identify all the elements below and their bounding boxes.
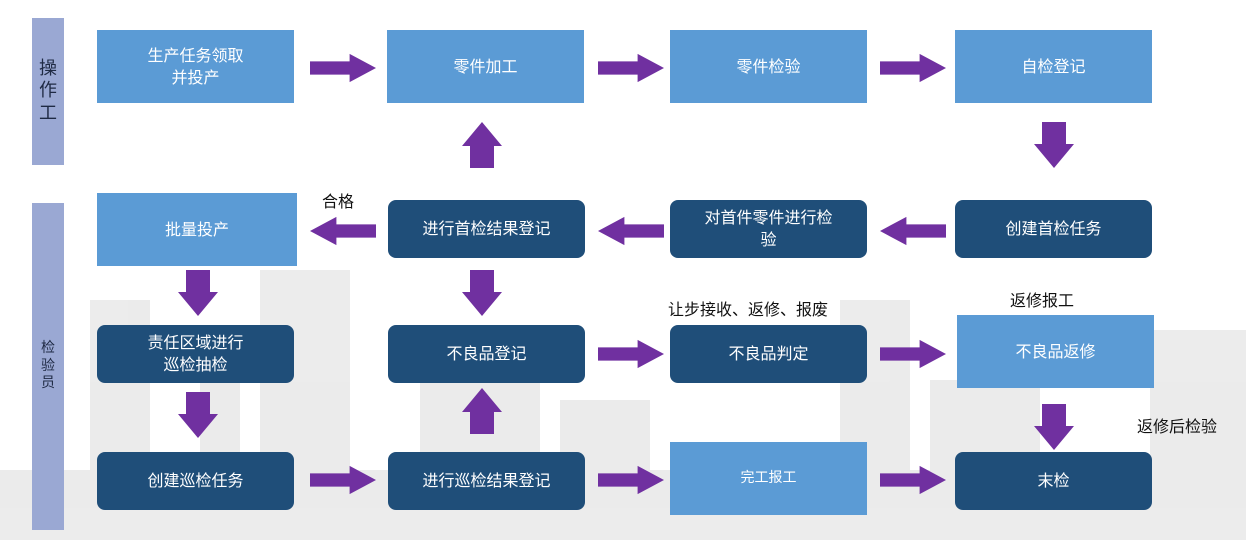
lane-inspector-char: 检: [41, 340, 55, 357]
lane-inspector-char: 验: [41, 357, 55, 374]
label-post-repair-check: 返修后检验: [1137, 417, 1218, 436]
lane-operator-char: 作: [39, 80, 57, 102]
box-mass-production: 批量投产: [97, 193, 297, 266]
arrow-right-icon: [880, 465, 946, 495]
label-pass: 合格: [322, 192, 355, 211]
lane-inspector: 检 验 员: [32, 203, 64, 530]
lane-operator-char: 操: [39, 57, 57, 79]
arrow-left-icon: [880, 216, 946, 246]
arrow-right-icon: [598, 339, 664, 369]
box-patrol-register: 进行巡检结果登记: [388, 452, 585, 510]
arrow-right-icon: [598, 465, 664, 495]
label-repair-report: 返修报工: [1010, 291, 1075, 310]
arrow-down-icon: [1034, 122, 1074, 168]
lane-operator-char: 工: [39, 102, 57, 124]
box-receive-task: 生产任务领取 并投产: [97, 30, 294, 103]
box-final-check: 末检: [955, 452, 1152, 510]
arrow-right-icon: [310, 465, 376, 495]
box-create-patrol-task: 创建巡检任务: [97, 452, 294, 510]
arrow-left-icon: [310, 216, 376, 246]
arrow-up-icon: [462, 388, 502, 434]
box-inspect-first-part: 对首件零件进行检 验: [670, 200, 867, 258]
arrow-right-icon: [880, 53, 946, 83]
arrow-left-icon: [598, 216, 664, 246]
lane-operator: 操 作 工: [32, 18, 64, 165]
arrow-right-icon: [880, 339, 946, 369]
box-part-processing: 零件加工: [387, 30, 584, 103]
arrow-right-icon: [598, 53, 664, 83]
box-nonconforming-judge: 不良品判定: [670, 325, 867, 383]
arrow-right-icon: [310, 53, 376, 83]
box-create-first-check: 创建首检任务: [955, 200, 1152, 258]
arrow-down-icon: [1034, 404, 1074, 450]
arrow-down-icon: [178, 392, 218, 438]
arrow-up-icon: [462, 122, 502, 168]
label-judge-options: 让步接收、返修、报废: [668, 300, 829, 319]
box-first-check-register: 进行首检结果登记: [388, 200, 585, 258]
arrow-down-icon: [178, 270, 218, 316]
box-patrol-area: 责任区域进行 巡检抽检: [97, 325, 294, 383]
arrow-down-icon: [462, 270, 502, 316]
box-nonconforming-register: 不良品登记: [388, 325, 585, 383]
box-part-inspection: 零件检验: [670, 30, 867, 103]
lane-inspector-char: 员: [41, 375, 55, 392]
box-nonconforming-repair: 不良品返修: [957, 315, 1154, 388]
box-self-check-register: 自检登记: [955, 30, 1152, 103]
box-completion-report: 完工报工: [670, 442, 867, 515]
